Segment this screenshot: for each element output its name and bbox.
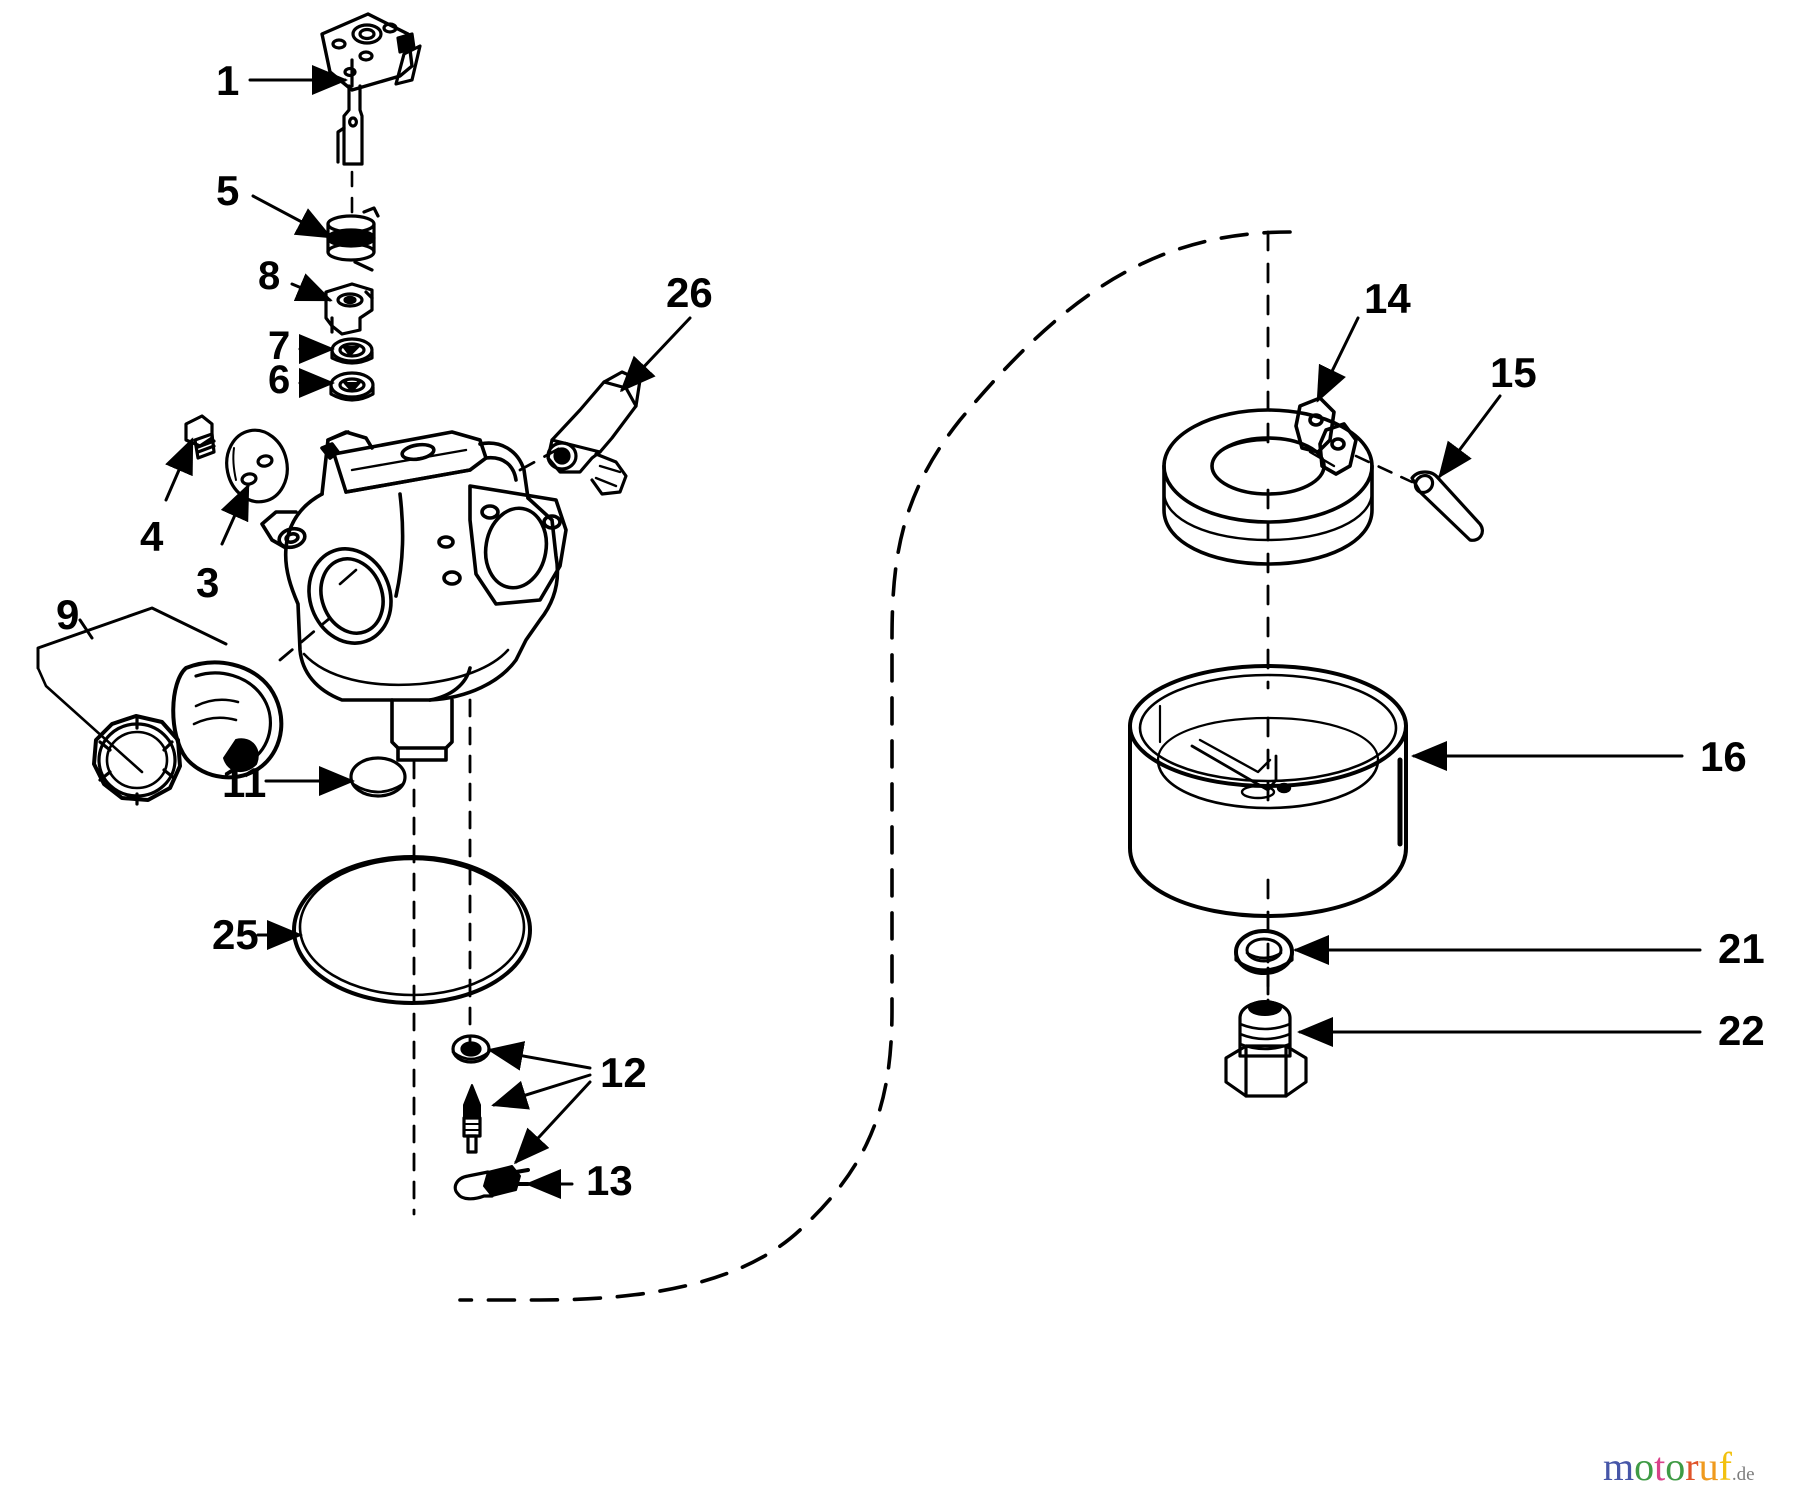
callout-11: 11 (222, 759, 267, 806)
part-16-float-bowl (1128, 664, 1408, 918)
motoruf-watermark: motoruf.de (1603, 1443, 1755, 1490)
part-4-throttle-plate-screw (184, 414, 216, 460)
part-9-choke-shutter (171, 660, 284, 780)
callout-22: 22 (1718, 1007, 1765, 1054)
callout-5: 5 (216, 167, 240, 214)
part-12b-inlet-needle (462, 1084, 482, 1154)
callout-6: 6 (268, 358, 291, 402)
wm-letter-o1: o (1634, 1444, 1655, 1489)
leader-8 (290, 273, 333, 302)
wm-letter-t: t (1654, 1444, 1666, 1489)
part-26-fuel-inlet-fitting (546, 370, 642, 496)
wm-letter-f: f (1718, 1444, 1732, 1489)
callout-7: 7 (268, 324, 291, 368)
dashed-15-to-14 (1354, 454, 1414, 484)
assembly-center-lines (278, 446, 562, 1216)
callout-9: 9 (56, 591, 80, 638)
callout-12: 12 (600, 1049, 647, 1096)
callout-1: 1 (216, 57, 240, 104)
callout-16: 16 (1700, 733, 1747, 780)
part-15-float-hinge-pin (1410, 470, 1484, 542)
part-7-retaining-washer (330, 337, 374, 365)
callout-25: 25 (212, 911, 259, 958)
wm-letter-u: u (1698, 1444, 1719, 1489)
wm-letter-r: r (1685, 1444, 1699, 1489)
leader-15 (1438, 394, 1502, 479)
leader-4 (164, 437, 194, 502)
leader-14 (1316, 316, 1360, 403)
callout-26: 26 (666, 269, 713, 316)
part-25-bowl-o-ring (292, 855, 532, 1005)
callout-21: 21 (1718, 925, 1765, 972)
leader-9-bracket (36, 606, 228, 774)
part-13-needle-clip (453, 1165, 530, 1201)
part-1-throttle-lever-shaft (320, 12, 422, 166)
part-5-throttle-spring (326, 206, 380, 272)
callout-8: 8 (258, 254, 281, 298)
wm-suffix: .de (1731, 1464, 1755, 1485)
wm-letter-m: m (1603, 1444, 1635, 1489)
callout-3: 3 (196, 559, 220, 606)
assembly-boundary-dashed-path (458, 230, 1292, 1302)
part-22-bowl-retaining-bolt (1224, 1000, 1308, 1098)
callout-14: 14 (1364, 275, 1411, 322)
callout-4: 4 (140, 513, 164, 560)
carburetor-body-casting (260, 430, 568, 762)
leader-5 (251, 194, 333, 239)
callout-13: 13 (586, 1157, 633, 1204)
callout-15: 15 (1490, 349, 1537, 396)
part-8-throttle-stop-bracket (324, 282, 374, 336)
part-3-throttle-plate (225, 428, 289, 504)
part-21-bowl-bolt-gasket (1234, 929, 1294, 975)
leader-3 (220, 483, 250, 546)
part-9-retainer-ring (92, 714, 182, 806)
wm-letter-o2: o (1665, 1444, 1686, 1489)
part-6-dust-seal-washer (329, 371, 375, 402)
leader-12 (487, 1041, 592, 1165)
leader-26 (619, 316, 692, 393)
part-11-welch-plug (349, 756, 407, 798)
